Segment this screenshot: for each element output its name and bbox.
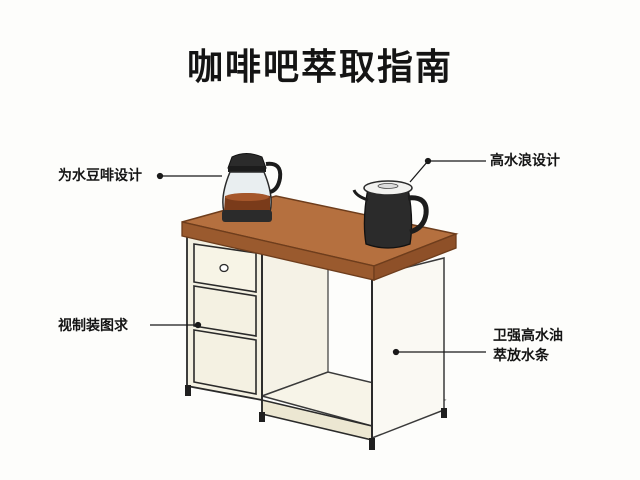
server-lid xyxy=(227,153,267,169)
callout-middle-right: 卫强高水油 萃放水条 xyxy=(493,326,563,366)
coffee-server xyxy=(222,153,283,222)
open-compartment-back xyxy=(261,251,329,397)
leg-back-right xyxy=(441,408,447,418)
drawer-bottom[interactable] xyxy=(193,329,257,395)
page-title: 咖啡吧萃取指南 xyxy=(186,47,453,88)
leader-lines xyxy=(150,157,486,356)
kettle-spout xyxy=(352,189,369,202)
server-handle xyxy=(265,161,283,194)
countertop-side-edge xyxy=(373,233,457,281)
kettle xyxy=(352,180,429,249)
callout-middle-right-line2: 萃放水条 xyxy=(493,348,549,364)
leg-front-left xyxy=(185,385,191,396)
drawer-middle[interactable] xyxy=(193,285,257,337)
drawer-knob[interactable] xyxy=(219,263,229,273)
leg-front-middle xyxy=(259,412,265,422)
legs xyxy=(185,385,447,450)
callout-top-left: 为水豆啡设计 xyxy=(58,168,142,184)
drawers xyxy=(193,243,257,395)
kettle-handle xyxy=(407,195,429,235)
callout-top-right: 高水浪设计 xyxy=(490,153,560,169)
callout-middle-right-line1: 卫强高水油 xyxy=(493,328,563,344)
kettle-body xyxy=(363,187,413,249)
leg-front-right xyxy=(369,438,375,450)
server-base xyxy=(222,210,272,222)
right-side-panel xyxy=(371,257,445,440)
callout-middle-left: 视制装图求 xyxy=(58,318,128,334)
